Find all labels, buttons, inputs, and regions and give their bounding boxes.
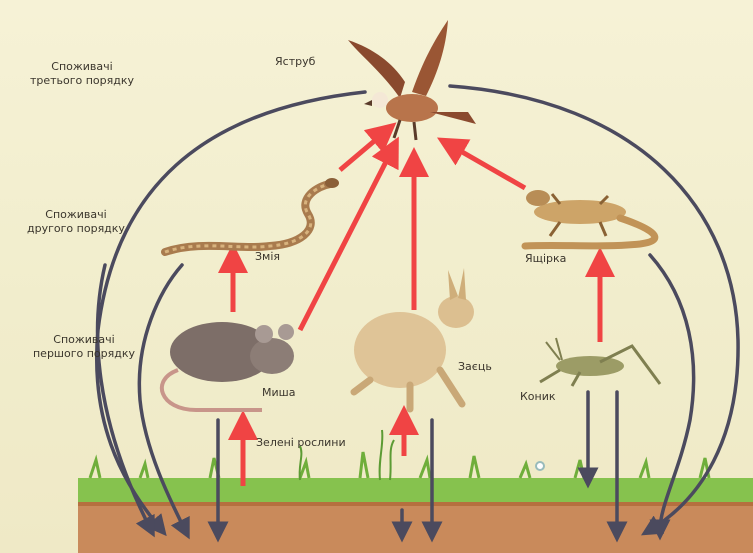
feeding-arrows [233,132,600,486]
snake-label: Змія [255,250,280,264]
plants-label: Зелені рослини [256,436,346,450]
tier-label-second-line1: Споживачі [16,208,136,222]
hare-label: Заєць [458,360,492,374]
tier-label-first-line2: першого порядку [24,347,144,361]
hawk-icon [348,20,476,140]
tier-label-first-line1: Споживачі [24,333,144,347]
tier-label-third-line2: третього порядку [22,74,142,88]
tier-label-second: Споживачі другого порядку [16,208,136,236]
hawk-to-soil-right-arrow [450,86,738,530]
soil-layer [78,500,753,553]
lizard-icon [525,190,655,246]
hawk-label: Яструб [275,55,315,69]
snake-icon [165,178,339,252]
tier-label-third: Споживачі третього порядку [22,60,142,88]
lizard-to-hawk-arrow [450,145,525,188]
mouse-label: Миша [262,386,295,400]
tier-label-second-line2: другого порядку [16,222,136,236]
mouse-to-hawk-arrow [300,150,392,330]
grass-strip [78,452,753,502]
tier-label-first: Споживачі першого порядку [24,333,144,361]
snake-to-hawk-arrow [340,132,385,170]
grasshopper-label: Коник [520,390,556,404]
lizard-label: Ящірка [525,252,566,266]
grasshopper-icon [540,338,660,386]
tier-label-third-line1: Споживачі [22,60,142,74]
decomposition-arrows [97,86,738,532]
